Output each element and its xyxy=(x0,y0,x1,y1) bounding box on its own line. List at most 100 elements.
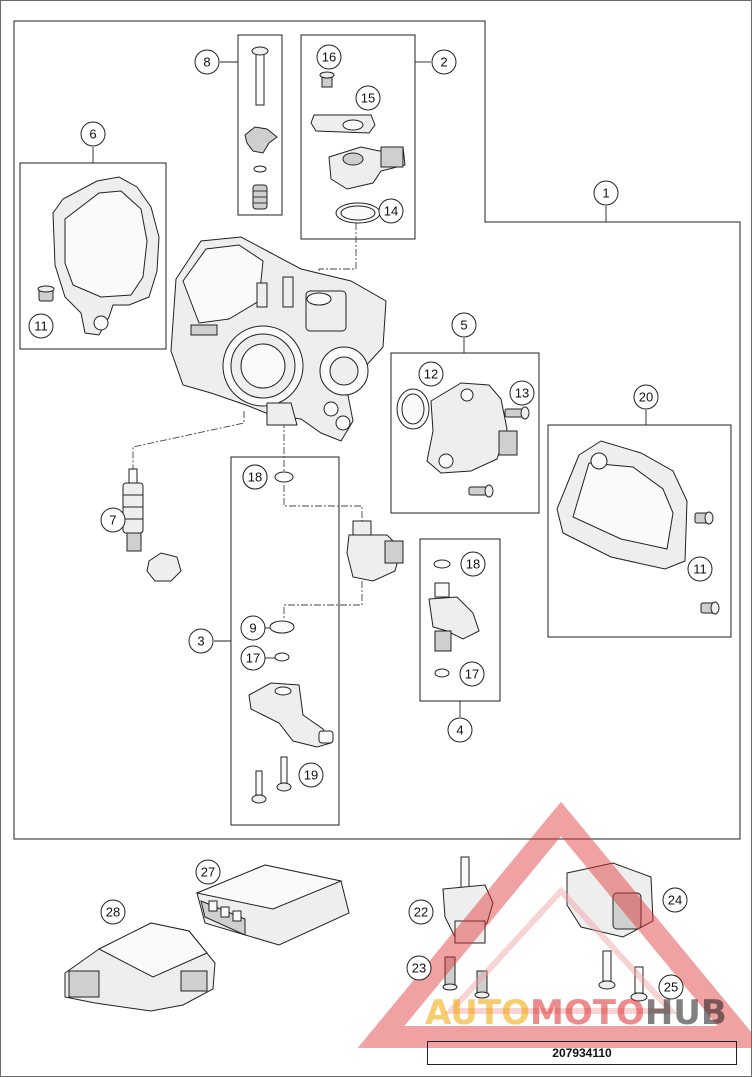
callout-number: 28 xyxy=(106,905,120,920)
callout-circle xyxy=(100,899,126,925)
callout-number: 5 xyxy=(460,318,467,333)
callout-number: 23 xyxy=(412,961,426,976)
callout-circle xyxy=(460,551,486,577)
callout-circle xyxy=(408,899,434,925)
callout-circle xyxy=(633,384,659,410)
callout-number: 11 xyxy=(693,562,707,577)
callout-number: 27 xyxy=(201,865,215,880)
callout-number: 1 xyxy=(602,186,609,201)
callout-number: 12 xyxy=(424,367,438,382)
callout-number: 3 xyxy=(197,634,204,649)
callout-2: 2 xyxy=(431,49,457,75)
callouts-layer: 1234567891111111213141516171718181920222… xyxy=(28,44,713,1000)
injector-4-parts xyxy=(428,559,480,678)
callout-number: 13 xyxy=(515,386,529,401)
callout-circle xyxy=(593,180,619,206)
callout-18: 18 xyxy=(460,551,486,577)
watermark-auto: AUTO xyxy=(425,993,530,1033)
callout-circle xyxy=(447,717,473,743)
ecu-27 xyxy=(195,864,350,946)
callout-13: 13 xyxy=(509,380,535,406)
callout-17: 17 xyxy=(459,661,485,687)
callout-circle xyxy=(194,49,220,75)
callout-circle xyxy=(378,198,404,224)
callout-28: 28 xyxy=(100,899,126,925)
callout-15: 15 xyxy=(355,85,381,111)
callout-number: 16 xyxy=(322,50,336,65)
callout-number: 18 xyxy=(248,470,262,485)
callout-number: 9 xyxy=(249,621,256,636)
callout-number: 19 xyxy=(304,768,318,783)
map-sensor-parts xyxy=(396,382,530,498)
callout-circle xyxy=(509,380,535,406)
callout-circle xyxy=(242,464,268,490)
callout-number: 15 xyxy=(361,91,375,106)
watermark-logo xyxy=(357,801,752,1048)
callout-circle xyxy=(80,121,106,147)
group-box-2 xyxy=(300,34,416,240)
group-box-8 xyxy=(237,34,283,216)
callout-24: 24 xyxy=(662,887,688,913)
callout-3: 3 xyxy=(188,628,214,654)
callout-number: 20 xyxy=(639,390,653,405)
callout-number: 2 xyxy=(440,55,447,70)
callout-circle xyxy=(658,974,684,1000)
callout-circle xyxy=(28,313,54,339)
callout-1: 1 xyxy=(593,180,619,206)
callout-20: 20 xyxy=(633,384,659,410)
callout-11: 11 xyxy=(687,556,713,582)
callout-5: 5 xyxy=(451,312,477,338)
callout-number: 6 xyxy=(89,127,96,142)
callout-27: 27 xyxy=(195,859,221,885)
idle-adjust-parts xyxy=(244,46,278,210)
callout-11: 11 xyxy=(28,313,54,339)
sensor-cover-parts xyxy=(556,440,720,615)
callout-circle xyxy=(195,859,221,885)
callout-18: 18 xyxy=(242,464,268,490)
callout-22: 22 xyxy=(408,899,434,925)
watermark-hub: HUB xyxy=(644,993,727,1033)
group-box-5 xyxy=(390,352,540,514)
cover-parts xyxy=(37,176,160,336)
callout-number: 11 xyxy=(34,319,48,334)
callout-9: 9 xyxy=(240,615,266,641)
callout-16: 16 xyxy=(316,44,342,70)
callout-number: 7 xyxy=(109,513,116,528)
callout-circle xyxy=(240,645,266,671)
callout-number: 4 xyxy=(456,723,463,738)
callout-7: 7 xyxy=(100,507,126,533)
callout-circle xyxy=(100,507,126,533)
callout-circle xyxy=(662,887,688,913)
callout-circle xyxy=(355,85,381,111)
temperature-sensor-7 xyxy=(122,468,182,582)
callout-circle xyxy=(406,955,432,981)
callout-number: 24 xyxy=(668,893,682,908)
callout-number: 8 xyxy=(203,55,210,70)
callout-number: 18 xyxy=(466,557,480,572)
callout-6: 6 xyxy=(80,121,106,147)
callout-circle xyxy=(418,361,444,387)
callout-circle xyxy=(316,44,342,70)
callout-number: 22 xyxy=(414,905,428,920)
callout-4: 4 xyxy=(447,717,473,743)
callout-number: 17 xyxy=(246,651,260,666)
callout-number: 14 xyxy=(384,204,398,219)
callout-23: 23 xyxy=(406,955,432,981)
callout-17: 17 xyxy=(240,645,266,671)
throttle-body xyxy=(170,236,387,442)
assembly-frame-1 xyxy=(13,20,741,840)
callout-circle xyxy=(687,556,713,582)
control-unit-28 xyxy=(64,922,216,1012)
callout-19: 19 xyxy=(298,762,324,788)
callout-number: 17 xyxy=(465,667,479,682)
watermark-moto: MOTO xyxy=(529,993,645,1033)
callout-12: 12 xyxy=(418,361,444,387)
callout-8: 8 xyxy=(194,49,220,75)
callout-25: 25 xyxy=(658,974,684,1000)
callout-circle xyxy=(431,49,457,75)
callout-circle xyxy=(451,312,477,338)
callout-circle xyxy=(188,628,214,654)
callout-circle xyxy=(298,762,324,788)
